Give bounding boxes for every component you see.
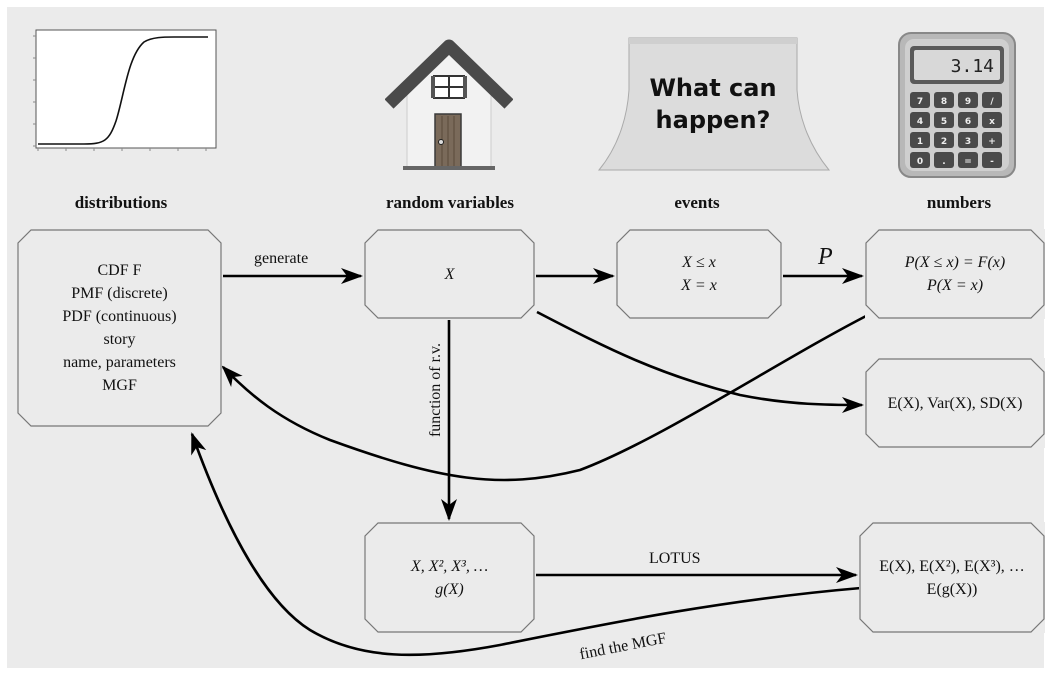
distributions-item-cdf: CDF F xyxy=(97,262,142,279)
calculator-key-label: 8 xyxy=(941,97,947,107)
calculator-key xyxy=(982,112,1002,128)
events-box-content: X ≤ x X = x xyxy=(616,229,782,319)
calculator-key-label: . xyxy=(942,157,945,167)
sticky-note-line1: What can xyxy=(649,74,776,102)
moments-text: E(X), Var(X), SD(X) xyxy=(887,394,1023,412)
lotus-results-g: E(g(X)) xyxy=(926,580,978,598)
calculator-key-label: 3 xyxy=(965,137,971,147)
calculator-key-label: 9 xyxy=(965,97,971,107)
label-generate: generate xyxy=(254,250,309,267)
calculator-key xyxy=(958,132,978,148)
distributions-item-pdf: PDF (continuous) xyxy=(62,308,177,325)
distributions-item-story: story xyxy=(103,331,136,348)
functions-powers: X, X², X³, … xyxy=(410,557,489,575)
calculator-key-label: 0 xyxy=(917,157,923,167)
label-function-of-rv: function of r.v. xyxy=(427,342,444,438)
sticky-note-icon: What can happen? xyxy=(597,37,831,171)
calculator-key xyxy=(934,92,954,108)
calculator-key xyxy=(982,132,1002,148)
calculator-key-label: = xyxy=(964,157,972,167)
calculator-display: 3.14 xyxy=(951,56,994,77)
functions-box-content: X, X², X³, … g(X) xyxy=(364,522,535,633)
lotus-results-box: E(X), E(X²), E(X³), … E(g(X)) xyxy=(859,522,1045,633)
label-lotus: LOTUS xyxy=(649,550,701,567)
distributions-item-name-parameters: name, parameters xyxy=(63,354,176,371)
probability-cdf: P(X ≤ x) = F(x) xyxy=(904,254,1006,271)
probabilities-box: P(X ≤ x) = F(x) P(X = x) xyxy=(865,229,1045,319)
calculator-key-label: 4 xyxy=(917,117,923,127)
header-distributions: distributions xyxy=(74,193,168,212)
calculator-key-label: x xyxy=(989,117,995,127)
calculator-key xyxy=(910,92,930,108)
calculator-key xyxy=(982,92,1002,108)
random-variable-box: X xyxy=(364,229,535,319)
calculator-key-label: 1 xyxy=(917,137,923,147)
calculator-keys: 7 8 9 / 4 5 6 x 1 2 3 +0. = - xyxy=(910,92,1002,168)
random-variable-box-content: X xyxy=(364,229,535,319)
calculator-key xyxy=(934,152,954,168)
lotus-results-box-content: E(X), E(X²), E(X³), … E(g(X)) xyxy=(859,522,1045,633)
moments-box-content: E(X), Var(X), SD(X) xyxy=(865,358,1045,448)
moments-box: E(X), Var(X), SD(X) xyxy=(865,358,1045,448)
functions-box: X, X², X³, … g(X) xyxy=(364,522,535,633)
random-variable-x: X xyxy=(444,265,455,283)
lotus-results-moments: E(X), E(X²), E(X³), … xyxy=(879,557,1025,575)
calculator-key xyxy=(934,112,954,128)
arrow-probabilities-to-distributions xyxy=(221,312,871,482)
distributions-item-mgf: MGF xyxy=(102,377,137,394)
distributions-item-pmf: PMF (discrete) xyxy=(71,285,168,302)
calculator-key xyxy=(910,112,930,128)
functions-g: g(X) xyxy=(435,580,464,598)
header-random-variables: random variables xyxy=(386,193,514,212)
calculator-key xyxy=(910,132,930,148)
probabilities-box-content: P(X ≤ x) = F(x) P(X = x) xyxy=(865,229,1045,319)
calculator-key-label: 2 xyxy=(941,137,947,147)
calculator-key xyxy=(958,152,978,168)
calculator-key-label: 7 xyxy=(917,97,923,107)
events-box: X ≤ x X = x xyxy=(616,229,782,319)
calculator-key xyxy=(958,112,978,128)
house-icon xyxy=(385,39,513,170)
arrow-find-mgf xyxy=(190,432,862,657)
probability-pmf: P(X = x) xyxy=(926,277,984,294)
calculator-key-label: / xyxy=(990,97,994,107)
cdf-plot-icon xyxy=(33,29,217,151)
event-eq: X = x xyxy=(681,277,717,294)
calculator-key xyxy=(934,132,954,148)
calculator-key-label: + xyxy=(988,137,996,147)
sticky-note-line2: happen? xyxy=(656,106,771,134)
header-events: events xyxy=(674,193,720,212)
label-p: P xyxy=(818,244,833,270)
distributions-box-content: CDF F PMF (discrete) PDF (continuous) st… xyxy=(17,229,222,427)
event-leq: X ≤ x xyxy=(682,254,716,271)
distributions-box: CDF F PMF (discrete) PDF (continuous) st… xyxy=(17,229,222,427)
calculator-key-label: 5 xyxy=(941,117,947,127)
calculator-key-label: 6 xyxy=(965,117,971,127)
header-numbers: numbers xyxy=(926,193,992,212)
arrow-rv-to-moments xyxy=(536,310,864,413)
calculator-key-label: - xyxy=(990,157,994,167)
calculator-key xyxy=(958,92,978,108)
calculator-icon: 3.14 7 8 9 / 4 5 6 x 1 2 3 +0. = - xyxy=(898,32,1016,178)
calculator-key xyxy=(982,152,1002,168)
calculator-key xyxy=(910,152,930,168)
